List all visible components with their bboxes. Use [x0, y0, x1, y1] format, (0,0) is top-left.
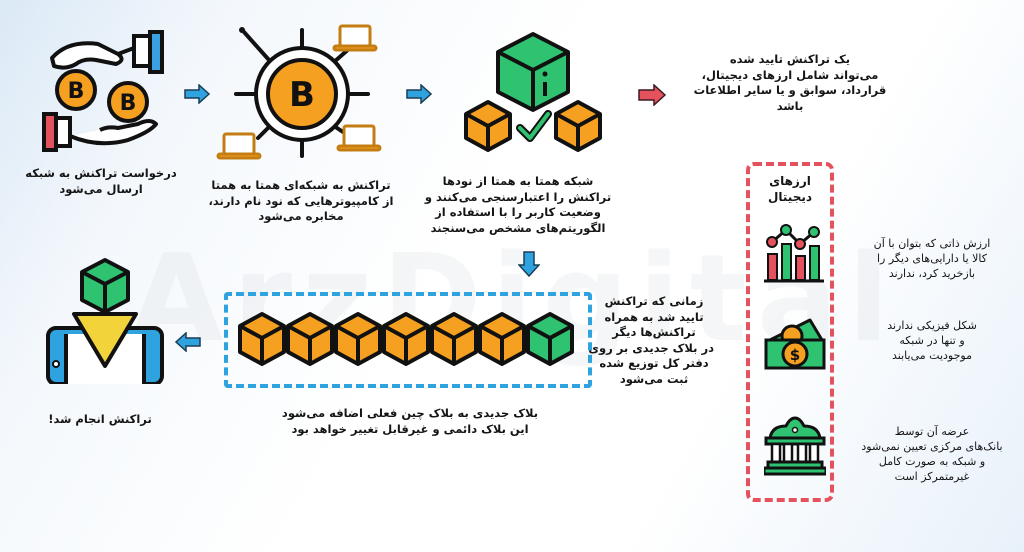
digital-currencies-title: ارزهای دیجیتال: [767, 174, 813, 204]
digital-currencies-frame: [746, 162, 834, 502]
feature-decentralized: عرضه آن توسط بانک‌های مرکزی تعیین نمی‌شو…: [861, 425, 1003, 483]
step-request-text: درخواست تراکنش به شبکه ارسال می‌شود: [25, 166, 177, 196]
step-verified-text: یک تراکنش تایید شده می‌تواند شامل ارزهای…: [693, 52, 887, 113]
step-validation-text: شبکه همتا به همتا از نودها تراکنش را اعت…: [424, 174, 612, 235]
feature-intrinsic-value: ارزش ذاتی که بتوان با آن کالا یا دارایی‌…: [873, 237, 991, 280]
arrow-left-icon: [174, 332, 202, 352]
arrow-right-icon: [183, 84, 211, 104]
money-coins-icon: $: [764, 316, 826, 372]
svg-text:$: $: [790, 346, 800, 364]
chart-bars-icon: [764, 222, 824, 284]
step-chain-text: بلاک جدیدی به بلاک چین فعلی اضافه می‌شود…: [281, 406, 539, 436]
feature-no-physical-form: شکل فیزیکی ندارند و تنها در شبکه موجودیت…: [887, 319, 977, 362]
step-p2p-text: تراکنش به شبکه‌ای همتا به همتا از کامپیو…: [208, 178, 394, 223]
step-new-block-text: زمانی که تراکنش تایید شد به همراه تراکنش…: [588, 294, 714, 386]
step-complete-text: تراکنش انجام شد!: [48, 412, 152, 426]
bitcoin-network-icon: B: [214, 22, 384, 167]
svg-text:B: B: [289, 75, 315, 115]
arrow-right-icon: [405, 84, 433, 104]
mobile-block-icon: [44, 254, 166, 384]
arrow-down-icon: [518, 250, 540, 278]
svg-text:B: B: [68, 79, 85, 104]
hands-bitcoin-icon: B B: [38, 30, 168, 152]
blocks-validation-icon: [458, 30, 608, 158]
arrow-right-red-icon: [637, 84, 667, 106]
svg-text:B: B: [120, 91, 137, 116]
blockchain-cubes-icon: [238, 312, 578, 368]
blockchain-frame: [224, 292, 592, 388]
bank-building-icon: [764, 416, 826, 476]
